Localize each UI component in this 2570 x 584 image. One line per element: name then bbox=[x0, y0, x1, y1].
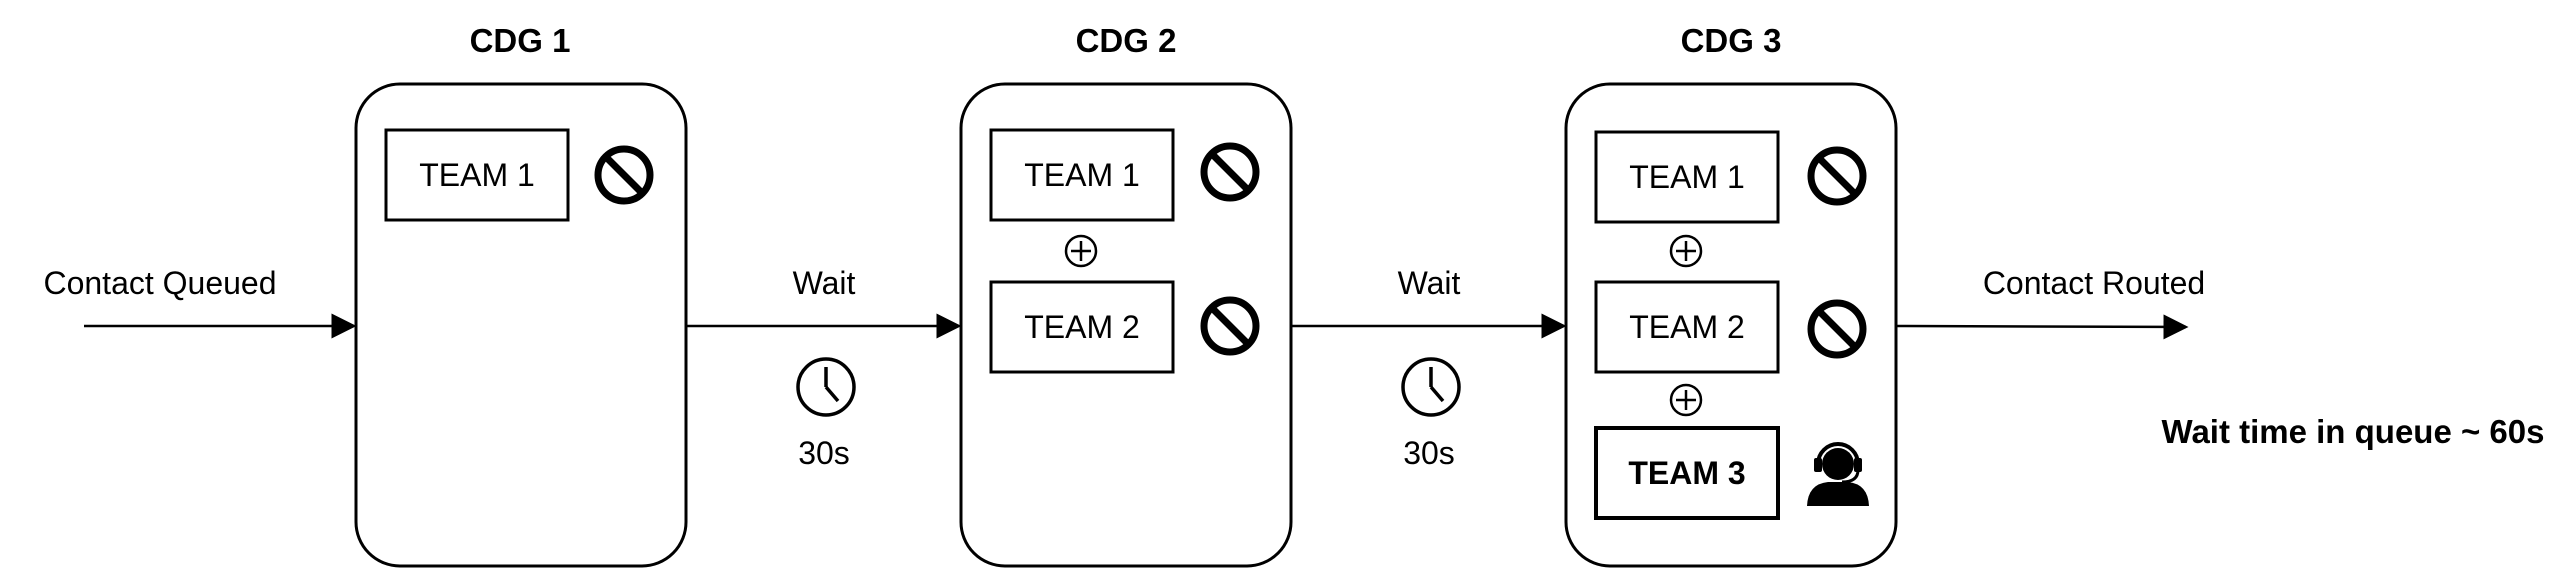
team-label: TEAM 1 bbox=[1629, 159, 1745, 195]
no-entry-icon bbox=[1200, 296, 1260, 356]
team-label: TEAM 3 bbox=[1628, 455, 1745, 491]
no-entry-icon bbox=[594, 145, 654, 205]
team-box bbox=[1594, 280, 1780, 374]
stage-title-cdg-2: CDG 2 bbox=[1076, 22, 1177, 59]
wait-time-summary: Wait time in queue ~ 60s bbox=[2162, 413, 2545, 450]
team-label: TEAM 1 bbox=[1024, 157, 1140, 193]
team-box bbox=[989, 128, 1175, 222]
contact-routed-label: Contact Routed bbox=[1983, 265, 2205, 301]
team-label: TEAM 2 bbox=[1629, 309, 1745, 345]
agent-headset-icon bbox=[1807, 442, 1869, 506]
no-entry-icon bbox=[1807, 299, 1867, 359]
clock-icon bbox=[796, 357, 856, 417]
wait-label-2: Wait bbox=[1398, 265, 1461, 301]
team-box bbox=[1594, 426, 1780, 520]
team-box bbox=[989, 280, 1175, 374]
team-box bbox=[384, 128, 570, 222]
circled-plus-icon bbox=[1064, 234, 1098, 268]
arrow-cdg-3-to-routed bbox=[1895, 314, 2189, 340]
circled-plus-icon bbox=[1669, 383, 1703, 417]
team-box bbox=[1594, 130, 1780, 224]
clock-icon bbox=[1401, 357, 1461, 417]
wait-duration-2: 30s bbox=[1403, 435, 1455, 471]
stage-title-cdg-3: CDG 3 bbox=[1681, 22, 1782, 59]
contact-queued-label: Contact Queued bbox=[43, 265, 276, 301]
circled-plus-icon bbox=[1669, 234, 1703, 268]
wait-label-1: Wait bbox=[793, 265, 856, 301]
team-label: TEAM 2 bbox=[1024, 309, 1140, 345]
no-entry-icon bbox=[1807, 146, 1867, 206]
team-label: TEAM 1 bbox=[419, 157, 535, 193]
no-entry-icon bbox=[1200, 142, 1260, 202]
stage-title-cdg-1: CDG 1 bbox=[470, 22, 571, 59]
wait-duration-1: 30s bbox=[798, 435, 850, 471]
